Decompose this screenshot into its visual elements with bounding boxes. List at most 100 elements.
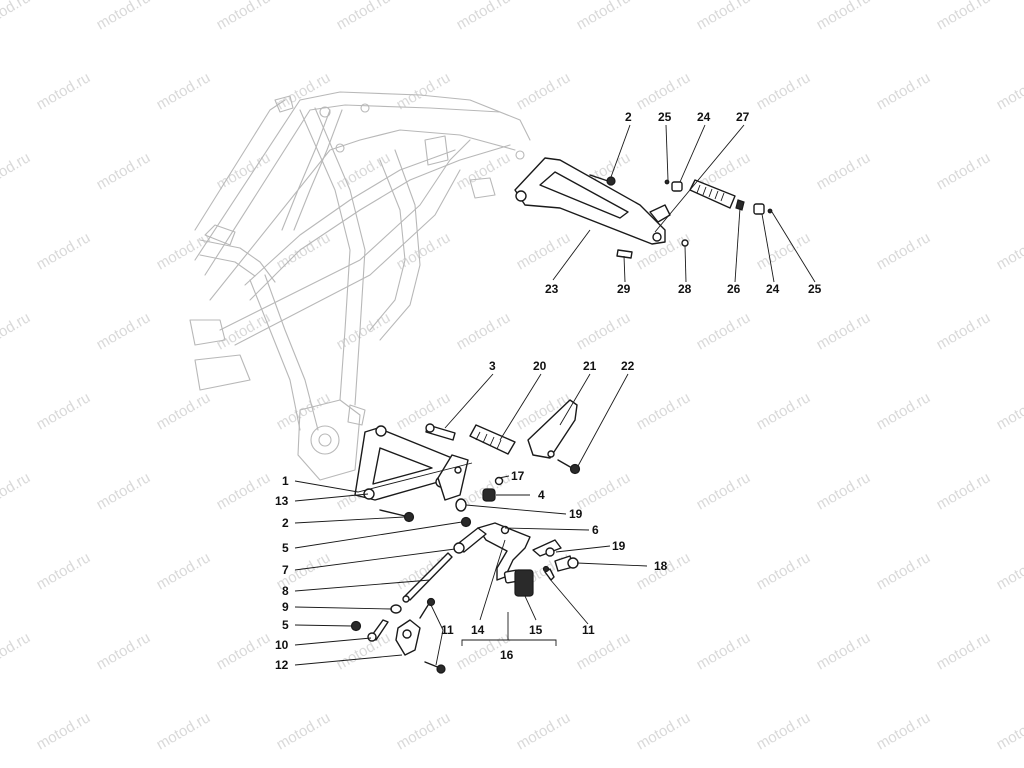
- watermark-text: motod.ru: [994, 389, 1024, 433]
- watermark-text: motod.ru: [934, 309, 994, 353]
- callout-27: 27: [736, 110, 750, 124]
- watermark-text: motod.ru: [34, 389, 94, 433]
- callout-6: 6: [592, 523, 599, 537]
- callout-19-upper: 19: [569, 507, 583, 521]
- watermark-text: motod.ru: [694, 469, 754, 513]
- watermark-text: motod.ru: [214, 629, 274, 673]
- callout-18: 18: [654, 559, 668, 573]
- watermark-text: motod.ru: [694, 309, 754, 353]
- callout-8: 8: [282, 584, 289, 598]
- callout-29: 29: [617, 282, 631, 296]
- callout-13: 13: [275, 494, 289, 508]
- watermark-text: motod.ru: [334, 629, 394, 673]
- bolts-11: [419, 565, 555, 674]
- callout-14: 14: [471, 623, 485, 637]
- rod-end-10: [367, 619, 389, 642]
- watermark-text: motod.ru: [274, 709, 334, 753]
- watermark-text: motod.ru: [454, 309, 514, 353]
- watermark-text: motod.ru: [934, 469, 994, 513]
- spring-4: [482, 488, 496, 502]
- watermark-text: motod.ru: [454, 149, 514, 193]
- watermark-text: motod.ru: [0, 149, 33, 193]
- bolt-2-lower: [379, 509, 415, 523]
- watermark-text: motod.ru: [94, 469, 154, 513]
- watermark-text: motod.ru: [0, 469, 33, 513]
- watermark-text: motod.ru: [94, 309, 154, 353]
- watermark-text: motod.ru: [34, 69, 94, 113]
- pivot-stub-14: [500, 525, 510, 535]
- watermark-text: motod.ru: [214, 0, 274, 33]
- watermark-text: motod.ru: [154, 69, 214, 113]
- callout-24-lower: 24: [766, 282, 780, 296]
- bushing-5-upper: [460, 516, 472, 528]
- callout-25-upper: 25: [658, 110, 672, 124]
- watermark-text: motod.ru: [874, 709, 934, 753]
- watermark-text: motod.ru: [94, 149, 154, 193]
- pivot-bolt-18: [554, 555, 579, 572]
- watermark-text: motod.ru: [754, 549, 814, 593]
- heel-guard-21: [527, 399, 578, 459]
- watermark-text: motod.ru: [994, 549, 1024, 593]
- small-washers-upper: [616, 179, 773, 259]
- watermark-text: motod.ru: [634, 709, 694, 753]
- callout-2-upper: 2: [625, 110, 632, 124]
- watermark-text: motod.ru: [214, 469, 274, 513]
- watermark-text: motod.ru: [634, 69, 694, 113]
- watermark-text: motod.ru: [994, 229, 1024, 273]
- watermark-text: motod.ru: [394, 709, 454, 753]
- passenger-footpeg-rubber: [689, 179, 736, 209]
- watermark-text: motod.ru: [94, 0, 154, 33]
- leader-lines: [294, 124, 816, 666]
- watermark-text: motod.ru: [874, 549, 934, 593]
- watermark-text: motod.ru: [454, 0, 514, 33]
- callout-23: 23: [545, 282, 559, 296]
- watermark-text: motod.ru: [154, 709, 214, 753]
- callout-22: 22: [621, 359, 635, 373]
- selector-arm-12: [395, 619, 421, 656]
- watermark-text: motod.ru: [0, 309, 33, 353]
- bolt-2-upper: [589, 174, 616, 186]
- callout-10: 10: [275, 638, 289, 652]
- watermark-text: motod.ru: [874, 229, 934, 273]
- bushing-19-lower: [545, 547, 555, 557]
- callout-28: 28: [678, 282, 692, 296]
- watermark-text: motod.ru: [814, 629, 874, 673]
- nut-5-lower: [350, 620, 362, 632]
- callout-26: 26: [727, 282, 741, 296]
- watermark-text: motod.ru: [874, 389, 934, 433]
- watermark-text: motod.ru: [154, 549, 214, 593]
- watermark-text: motod.ru: [634, 389, 694, 433]
- watermark-text: motod.ru: [34, 229, 94, 273]
- watermark-text: motod.ru: [94, 629, 154, 673]
- callout-1: 1: [282, 474, 289, 488]
- watermark-text: motod.ru: [334, 0, 394, 33]
- watermark-text: motod.ru: [514, 709, 574, 753]
- callout-21: 21: [583, 359, 597, 373]
- callout-17: 17: [511, 469, 525, 483]
- callout-16: 16: [500, 648, 514, 662]
- watermark-text: motod.ru: [934, 629, 994, 673]
- passenger-footpeg-bracket: [514, 157, 671, 245]
- callout-25-lower: 25: [808, 282, 822, 296]
- bushing-19-upper: [455, 498, 467, 512]
- watermark-text: motod.ru: [934, 0, 994, 33]
- footpeg-pin-3: [425, 423, 456, 441]
- callout-labels: 2 25 24 27 23 29 28 26 24 25 3 20 21 22 …: [275, 110, 822, 672]
- watermark-text: motod.ru: [34, 549, 94, 593]
- callout-5-lower: 5: [282, 618, 289, 632]
- watermark-text: motod.ru: [814, 469, 874, 513]
- gear-lever-16: [477, 522, 562, 584]
- watermark-text: motod.ru: [694, 0, 754, 33]
- callout-9: 9: [282, 600, 289, 614]
- watermark-text: motod.ru: [754, 69, 814, 113]
- watermark-text: motod.ru: [34, 709, 94, 753]
- bolt-22: [557, 459, 581, 475]
- watermark-text: motod.ru: [934, 149, 994, 193]
- callout-3: 3: [489, 359, 496, 373]
- watermark-text: motod.ru: [814, 309, 874, 353]
- nut-9: [390, 595, 410, 614]
- watermark-text: motod.ru: [514, 229, 574, 273]
- gear-pedal-rubber-15: [514, 569, 534, 597]
